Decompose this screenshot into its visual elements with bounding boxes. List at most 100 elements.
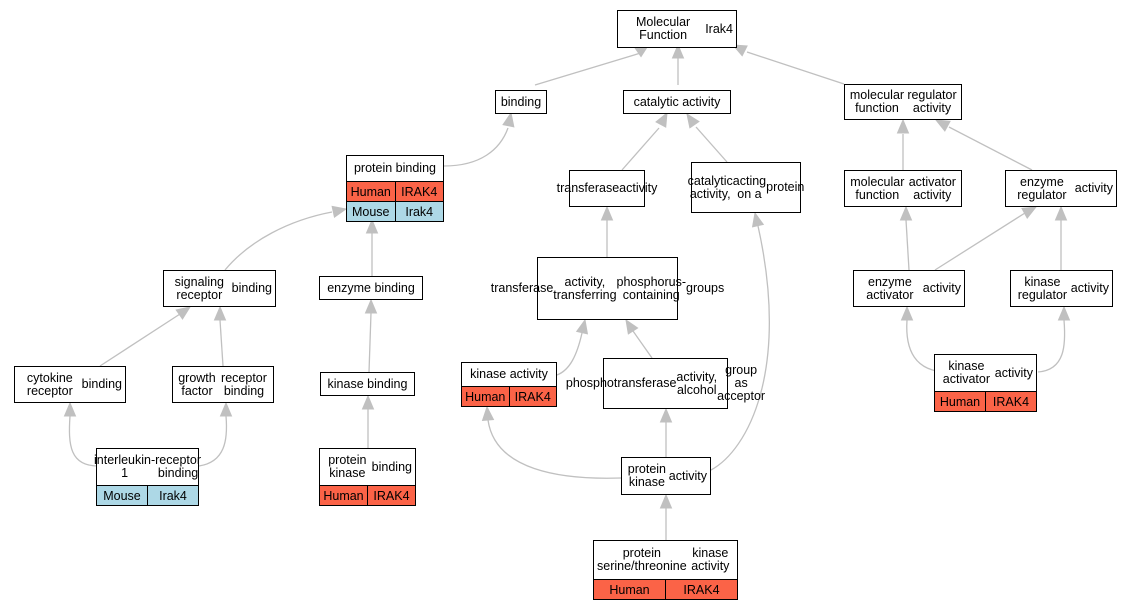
go-term-label: kinase activity	[462, 363, 556, 386]
go-term-label-line: transferase	[490, 281, 554, 295]
go-term-label-line: kinase activator	[942, 359, 991, 386]
go-term-label-line: molecular function	[850, 174, 905, 202]
go-term-label-line: interleukin-1	[94, 453, 156, 480]
gene-cell: IRAK4	[367, 486, 415, 505]
go-term-label-line: kinase activity	[470, 367, 548, 381]
edge-kinbind-to-enzbind	[368, 312, 372, 373]
edge-sigrec-to-protbind	[224, 211, 333, 271]
gene-cell: IRAK4	[665, 580, 737, 599]
edge-group	[63, 43, 1071, 540]
edge-kinactv-to-kinreg	[1037, 319, 1066, 373]
go-term-label-line: kinase binding	[327, 376, 408, 391]
gene-cell: Irak4	[394, 202, 444, 221]
edge-enzact-to-mfact	[905, 219, 910, 271]
go-term-label-line: activity	[922, 281, 961, 295]
arrowhead-protbind-to-binding	[502, 111, 515, 128]
go-term-node-enzbind[interactable]: enzyme binding	[319, 276, 423, 300]
edge-enzact-to-enzreg	[934, 212, 1026, 271]
go-term-label-line: activity, transferring	[553, 274, 617, 302]
go-term-label-line: enzyme activator	[866, 274, 914, 302]
edge-catprot-to-catalytic	[695, 126, 728, 163]
go-term-label-line: groups	[686, 281, 725, 295]
go-term-node-binding[interactable]: binding	[495, 90, 547, 114]
arrowhead-catprot-to-catalytic	[686, 112, 700, 129]
go-term-node-catalytic[interactable]: catalytic activity	[623, 90, 731, 114]
go-term-node-enzact[interactable]: enzyme activator activity	[853, 270, 965, 307]
go-term-label: enzyme binding	[320, 277, 422, 299]
go-term-label-line: group as acceptor	[717, 363, 766, 403]
gene-cell: Irak4	[147, 486, 198, 505]
gene-cell: IRAK4	[394, 182, 444, 201]
go-term-label-line: protein	[766, 180, 805, 194]
species-cell: Human	[323, 488, 364, 503]
gene-cell: IRAK4	[985, 392, 1036, 411]
go-term-node-kinbind[interactable]: kinase binding	[320, 372, 415, 396]
arrowhead-enzact-to-mfact	[899, 205, 913, 221]
edge-transferase-to-catalytic	[621, 127, 660, 171]
gene-cell: IRAK4	[508, 387, 557, 406]
arrowhead-pkact-to-phosalc	[659, 407, 673, 423]
go-term-label-line: enzyme binding	[327, 280, 415, 295]
go-term-label-line: activity	[668, 468, 707, 483]
edge-cytrec-to-sigrec	[99, 313, 181, 367]
go-term-label-line: activity, alcohol	[676, 369, 718, 397]
go-term-label-line: growth factor	[178, 370, 216, 398]
go-term-label-line: regulator activity	[907, 88, 957, 115]
arrowhead-gfrec-to-sigrec	[213, 305, 227, 321]
arrowhead-transferase-to-catalytic	[655, 111, 668, 128]
arrowhead-il1-to-gfrec	[219, 401, 233, 417]
go-term-label-line: transferase	[556, 181, 620, 195]
arrowhead-enzreg-to-mfreg	[934, 119, 951, 132]
go-term-label-line: Molecular Function	[636, 15, 691, 42]
go-term-label-line: protein kinase	[627, 462, 667, 489]
edge-pkact-to-kinact	[487, 419, 622, 479]
arrowhead-kinact-to-transphos	[575, 318, 589, 335]
go-term-label-line: molecular function	[849, 88, 905, 115]
arrowhead-pkbind-to-kinbind	[361, 394, 375, 410]
edge-binding-to-root	[534, 51, 645, 86]
go-term-label-line: activity	[1070, 281, 1109, 295]
arrowhead-transphos-to-transferase	[600, 205, 614, 221]
go-term-label-line: receptor binding	[221, 370, 267, 398]
go-term-label-line: cytokine receptor	[26, 370, 73, 398]
arrowhead-stk-to-pkact	[659, 493, 673, 509]
go-term-label-line: catalytic activity	[633, 94, 721, 109]
